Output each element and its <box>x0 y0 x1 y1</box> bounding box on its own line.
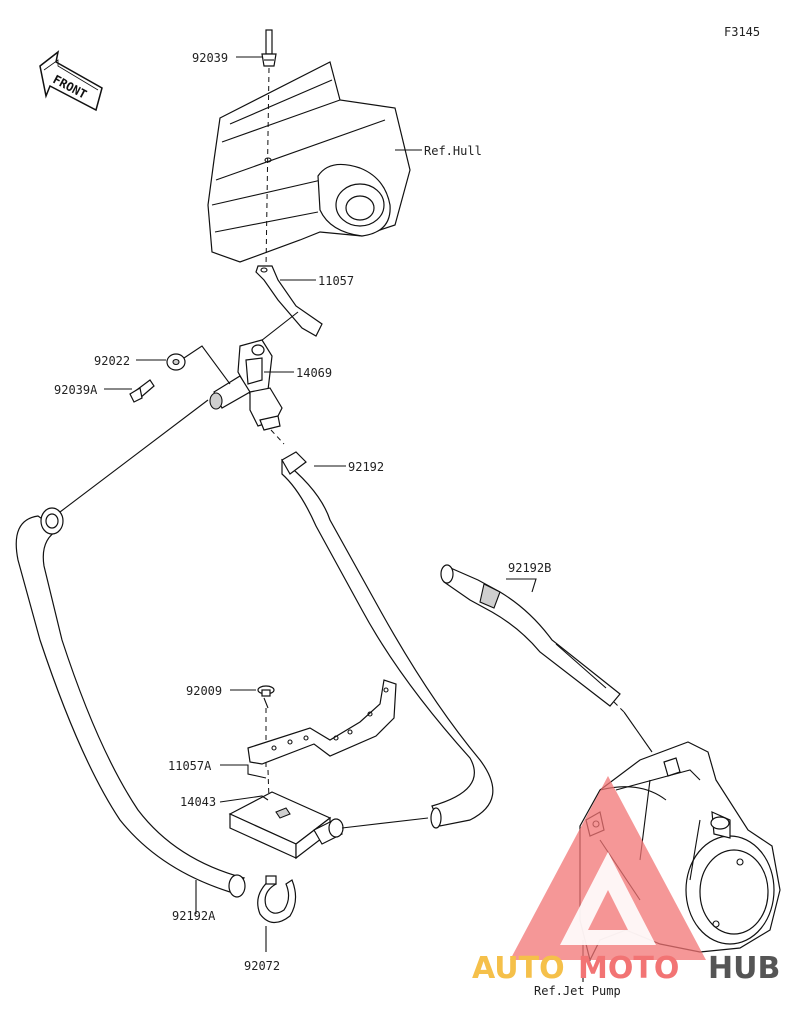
front-arrow-icon: FRONT <box>39 50 103 112</box>
clamp-92072-icon <box>257 875 297 924</box>
label-92192: 92192 <box>348 460 384 474</box>
label-92072: 92072 <box>244 959 280 973</box>
label-92039A: 92039A <box>54 383 98 397</box>
watermark-logo: AUTO MOTO HUB <box>472 776 780 986</box>
hose-92192B-icon <box>440 564 621 707</box>
washer-92022-icon <box>166 353 186 371</box>
hose-92192-icon <box>281 451 494 829</box>
rivet-92039A-icon <box>129 379 155 403</box>
diagram-code: F3145 <box>724 25 760 39</box>
label-14043: 14043 <box>180 795 216 809</box>
label-11057: 11057 <box>318 274 354 288</box>
reservoir-14043-icon <box>228 791 344 860</box>
label-92009: 92009 <box>186 684 222 698</box>
label-92192B: 92192B <box>508 561 551 575</box>
label-92022: 92022 <box>94 354 130 368</box>
label-ref-hull: Ref.Hull <box>424 144 482 158</box>
hose-92192A-icon <box>15 507 246 898</box>
watermark-moto: MOTO <box>578 951 679 986</box>
label-14069: 14069 <box>296 366 332 380</box>
label-92039: 92039 <box>192 51 228 65</box>
watermark-auto: AUTO <box>472 951 565 986</box>
bracket-11057A-icon <box>247 679 397 765</box>
watermark-hub: HUB <box>708 951 780 986</box>
label-11057A: 11057A <box>168 759 212 773</box>
label-92192A: 92192A <box>172 909 216 923</box>
screw-92009-icon <box>257 685 275 709</box>
bracket-11057-icon <box>255 265 323 337</box>
connector-14069-icon <box>209 339 283 431</box>
label-ref-jet-pump: Ref.Jet Pump <box>534 984 621 998</box>
rivet-92039-icon <box>261 29 277 67</box>
hull-section <box>207 61 411 263</box>
